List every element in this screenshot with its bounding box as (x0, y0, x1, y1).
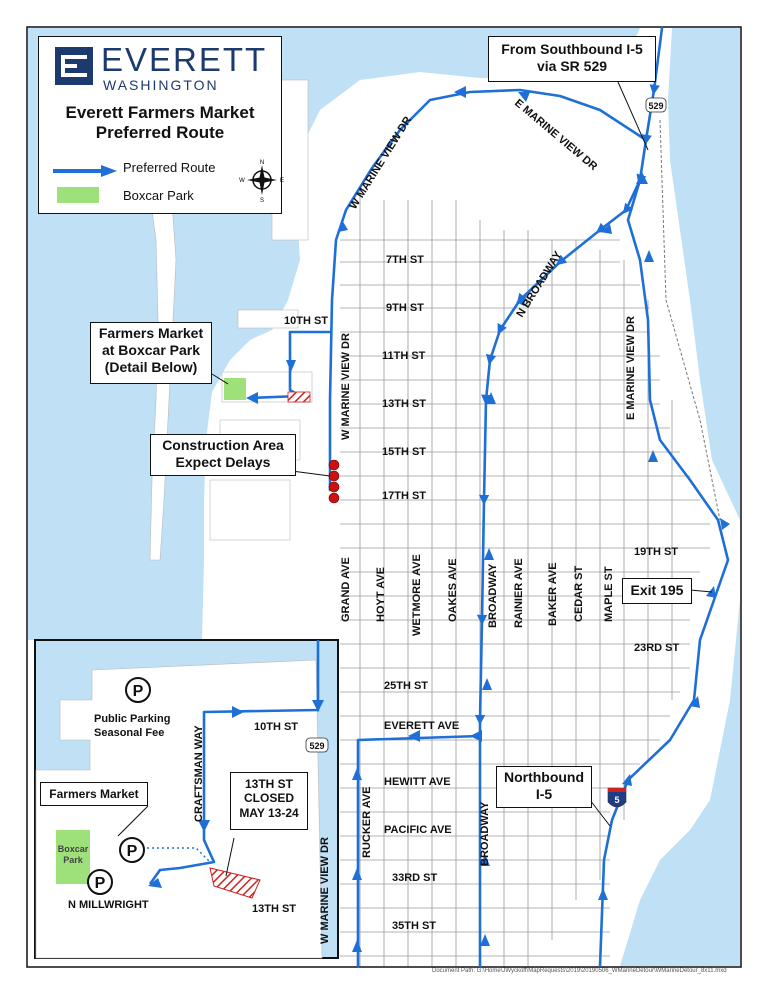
legend-park-label: Boxcar Park (123, 188, 194, 203)
compass-n: N (260, 160, 264, 166)
inset-boxcar-line1: Boxcar (58, 844, 89, 854)
inset-n-millwright: N MILLWRIGHT (68, 899, 149, 911)
callout-farmers-market: Farmers Market at Boxcar Park (Detail Be… (90, 322, 212, 384)
callout-market-line2: at Boxcar Park (101, 341, 201, 358)
logo-name: EVERETT (101, 41, 268, 78)
compass-icon: N S E W (239, 160, 284, 203)
callout-exit-195: Exit 195 (622, 578, 692, 604)
label-broadway-south: BROADWAY (479, 801, 491, 866)
everett-logo-mark (55, 47, 93, 85)
callout-inset-farmers-market: Farmers Market (40, 782, 148, 806)
callout-market-line3: (Detail Below) (104, 358, 198, 375)
callout-market-line1: Farmers Market (98, 325, 204, 341)
railway (659, 119, 721, 521)
inset-13th-st: 13TH ST (252, 903, 296, 915)
label-11th-st: 11TH ST (382, 350, 426, 362)
parking-symbol-middle: P (127, 843, 138, 860)
callout-construction: Construction Area Expect Delays (150, 434, 296, 476)
document-path: Document Path: G:\Home\JWyckoff\MapReque… (432, 968, 727, 974)
sr529-shield: 529 (645, 97, 667, 113)
legend-title-line1: Everett Farmers Market (65, 103, 255, 122)
label-7th-st: 7TH ST (386, 254, 424, 266)
construction-markers (328, 459, 340, 504)
logo-subname: WASHINGTON (103, 77, 219, 93)
parking-symbol-south: P (95, 875, 106, 892)
label-oakes-ave: OAKES AVE (447, 558, 459, 622)
closure-line2: CLOSED (243, 791, 294, 806)
label-35th-st: 35TH ST (392, 920, 436, 932)
callout-northbound-line1: Northbound (503, 769, 585, 785)
parking-symbols: P P P (87, 677, 151, 895)
i5-shield: 5 (607, 787, 627, 808)
label-broadway: BROADWAY (487, 563, 499, 628)
legend-park-swatch (57, 187, 99, 203)
legend-title: Everett Farmers Market Preferred Route (39, 103, 281, 144)
label-19th-st: 19TH ST (634, 546, 678, 558)
callout-southbound-line1: From Southbound I-5 (501, 41, 643, 57)
i5-shield-label: 5 (614, 795, 619, 805)
inset-public-parking-line1: Public Parking (94, 713, 170, 725)
compass-e: E (280, 178, 284, 184)
inset-craftsman-way: CRAFTSMAN WAY (193, 725, 205, 822)
callout-construction-line2: Expect Delays (175, 453, 271, 470)
closure-line1: 13TH ST (244, 777, 293, 791)
closure-area (287, 391, 311, 403)
label-hoyt-ave: HOYT AVE (375, 567, 387, 622)
inset-w-marine-view-dr: W MARINE VIEW DR (319, 837, 331, 944)
label-grand-ave: GRAND AVE (340, 557, 352, 622)
callout-northbound-line2: I-5 (535, 785, 553, 802)
label-13th-st: 13TH ST (382, 398, 426, 410)
label-15th-st: 15TH ST (382, 446, 426, 458)
label-pacific-ave: PACIFIC AVE (384, 824, 452, 836)
inset-public-parking-line2: Seasonal Fee (94, 727, 164, 739)
label-25th-st: 25TH ST (384, 680, 428, 692)
legend-box: EVERETT WASHINGTON Everett Farmers Marke… (38, 36, 284, 214)
inset-boxcar-line2: Park (63, 855, 84, 865)
label-e-marine-view-dr: E MARINE VIEW DR (625, 316, 637, 420)
label-10th-st: 10TH ST (284, 315, 328, 327)
label-rucker-ave: RUCKER AVE (361, 786, 373, 858)
callout-13th-closed: 13TH ST CLOSED MAY 13-24 (230, 772, 308, 830)
sr529-inset-shield-label: 529 (309, 741, 324, 751)
legend-title-line2: Preferred Route (95, 123, 225, 143)
label-cedar-st: CEDAR ST (573, 565, 585, 622)
label-23rd-st: 23RD ST (634, 642, 680, 654)
closure-line3: MAY 13-24 (239, 805, 299, 820)
inset-10th-st: 10TH ST (254, 721, 298, 733)
label-maple-st: MAPLE ST (603, 566, 615, 622)
label-17th-st: 17TH ST (382, 490, 426, 502)
legend-route-label: Preferred Route (123, 160, 216, 175)
route-arrows (246, 86, 730, 952)
label-wetmore-ave: WETMORE AVE (411, 554, 423, 636)
label-9th-st: 9TH ST (386, 302, 424, 314)
boxcar-park-area (224, 378, 246, 400)
callout-northbound: Northbound I-5 (496, 766, 592, 808)
label-everett-ave: EVERETT AVE (384, 720, 459, 732)
label-33rd-st: 33RD ST (392, 872, 438, 884)
label-baker-ave: BAKER AVE (547, 562, 559, 626)
label-rainier-ave: RAINIER AVE (513, 558, 525, 628)
compass-w: W (239, 178, 245, 184)
label-hewitt-ave: HEWITT AVE (384, 776, 451, 788)
callout-southbound: From Southbound I-5 via SR 529 (488, 36, 656, 82)
parking-symbol-north: P (133, 683, 144, 700)
callout-construction-line1: Construction Area (162, 437, 284, 453)
callout-southbound-line2: via SR 529 (536, 57, 608, 74)
label-w-marine-view-dr: W MARINE VIEW DR (340, 333, 352, 440)
compass-s: S (260, 198, 264, 203)
sr529-shield-label: 529 (648, 101, 663, 111)
legend-route-arrow-icon (53, 165, 117, 177)
